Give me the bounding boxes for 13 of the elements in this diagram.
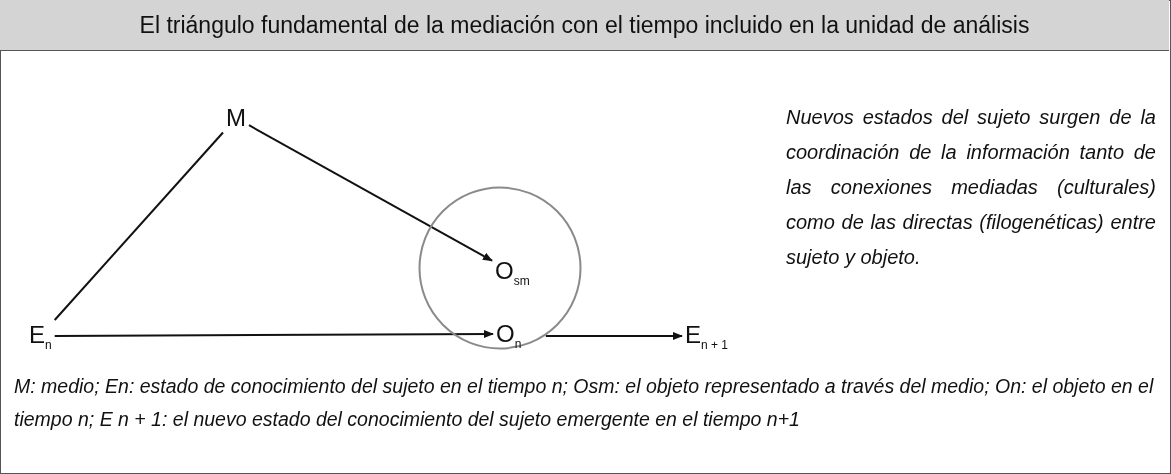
- variable-label: O$_{n}$: [496, 320, 522, 348]
- caption: M: medio; En: estado de conocimiento del sujeto en el tiempo n; Osm: el objeto representado a través del medio; On: el objeto en el tiempo n; E n + 1: el nuevo estado del conocimiento del sujeto emergente en el tiempo n+1: [14, 374, 1155, 432]
- note-paragraph: Nuevos estados del sujeto surgen de la coordinación de la información tanto de las conexiones mediadas (culturales) como de las directas (filogenéticas) entre sujeto y objeto.: [786, 105, 1156, 270]
- circle-outline: [418, 186, 582, 350]
- arrow: [53, 330, 494, 339]
- variable-label: M: [226, 104, 246, 132]
- arrow: [248, 124, 493, 262]
- variable-label: O$_{sm}$: [495, 257, 530, 287]
- diagram-title: El triángulo fundamental de la mediación con el tiempo incluido en la unidad de análisis: [139, 11, 1030, 39]
- connector-line: [53, 131, 224, 321]
- variable-label: E$_{n + 1}$: [685, 321, 729, 351]
- variable-label: E$_{n}$: [29, 321, 52, 351]
- arrow: [544, 332, 683, 340]
